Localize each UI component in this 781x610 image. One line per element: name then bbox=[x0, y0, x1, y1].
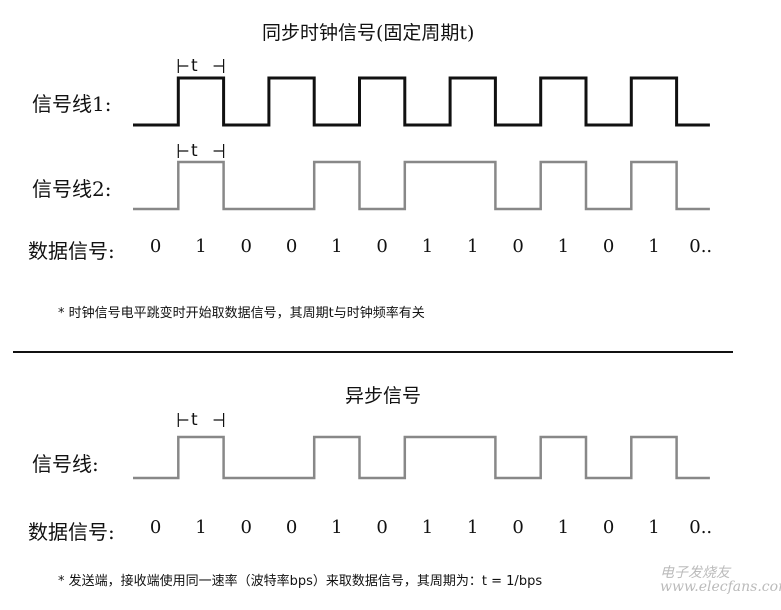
period-marker bbox=[177, 59, 225, 73]
async-waveform bbox=[133, 435, 710, 480]
line1-label: 信号线1: bbox=[32, 92, 112, 116]
clock-waveform bbox=[133, 76, 710, 127]
async-data-label: 数据信号: bbox=[28, 520, 115, 544]
bit-value: 1 bbox=[421, 517, 434, 538]
bit-value: 0 bbox=[149, 236, 162, 257]
period-label-2: t bbox=[191, 141, 198, 161]
async-line-label: 信号线: bbox=[32, 452, 99, 476]
period-marker bbox=[177, 144, 225, 158]
bit-value: 0 bbox=[602, 517, 615, 538]
bit-value: 0 bbox=[602, 236, 615, 257]
bit-value: 1 bbox=[648, 517, 660, 538]
bit-value: 1 bbox=[421, 236, 434, 257]
bit-value: 1 bbox=[467, 236, 479, 257]
bit-value: 0 bbox=[285, 236, 298, 257]
period-marker bbox=[177, 413, 225, 427]
bit-value: 1 bbox=[648, 236, 660, 257]
bit-value: 1 bbox=[467, 517, 479, 538]
sync-data-label: 数据信号: bbox=[28, 239, 115, 263]
bit-value: 0.. bbox=[689, 236, 713, 257]
bit-value: 0 bbox=[512, 236, 524, 257]
bit-value: 0.. bbox=[689, 517, 713, 538]
bit-value: 1 bbox=[331, 236, 343, 257]
async-title: 异步信号 bbox=[345, 385, 422, 407]
sync-title: 同步时钟信号(固定周期t) bbox=[262, 22, 475, 44]
bit-value: 0 bbox=[149, 517, 162, 538]
bit-value: 1 bbox=[331, 517, 343, 538]
async-note: * 发送端，接收端使用同一速率（波特率bps）来取数据信号，其周期为：t = 1… bbox=[58, 574, 543, 589]
bit-value: 0 bbox=[240, 517, 252, 538]
bit-value: 0 bbox=[512, 517, 524, 538]
bit-value: 0 bbox=[376, 517, 388, 538]
sync-note: * 时钟信号电平跳变时开始取数据信号，其周期t与时钟频率有关 bbox=[58, 306, 425, 321]
bit-value: 1 bbox=[557, 517, 570, 538]
period-markers bbox=[177, 59, 225, 427]
bit-value: 1 bbox=[195, 236, 207, 257]
line2-label: 信号线2: bbox=[32, 177, 112, 201]
sync-data-waveform bbox=[133, 160, 710, 211]
bit-value: 1 bbox=[195, 517, 207, 538]
period-label-3: t bbox=[191, 410, 198, 430]
bit-value: 0 bbox=[285, 517, 298, 538]
watermark: 电子发烧友 www.elecfans.com bbox=[660, 565, 781, 595]
bit-value: 1 bbox=[557, 236, 570, 257]
period-label-1: t bbox=[191, 56, 198, 76]
bit-value: 0 bbox=[240, 236, 252, 257]
bit-value: 0 bbox=[376, 236, 388, 257]
